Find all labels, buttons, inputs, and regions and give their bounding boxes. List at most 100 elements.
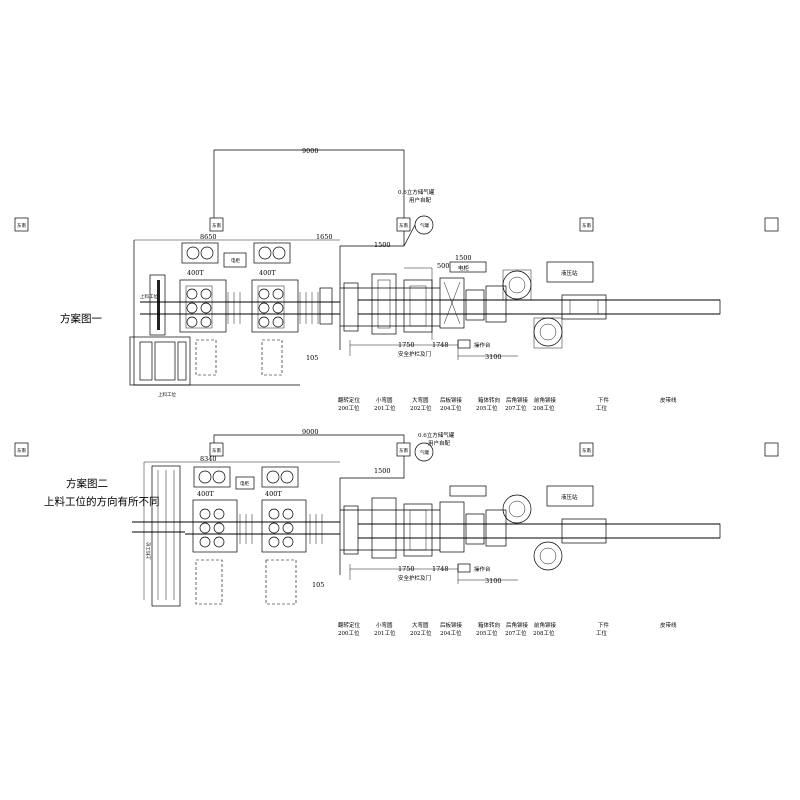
svg-text:下件: 下件 (598, 396, 610, 404)
svg-text:208工位: 208工位 (533, 629, 555, 637)
svg-text:电柜: 电柜 (240, 480, 249, 487)
hydraulic-station-1 (546, 261, 594, 283)
svg-text:小弯圆: 小弯圆 (376, 621, 393, 629)
svg-text:东南: 东南 (212, 447, 221, 454)
svg-text:小弯圆: 小弯圆 (376, 396, 393, 404)
svg-text:气罐: 气罐 (420, 449, 429, 456)
svg-text:工位: 工位 (596, 629, 608, 637)
press-400t-1a: 400T (179, 242, 227, 376)
svg-text:皮带线: 皮带线 (660, 621, 677, 629)
svg-text:3100: 3100 (485, 353, 502, 361)
press-400t-2a: 400T (192, 466, 238, 605)
air-tank-note-1b: 用户自配 (409, 196, 432, 204)
scheme-2-title: 方案图二 (66, 477, 108, 490)
dim-105-2: 105 (312, 581, 324, 589)
dim-9000-1: 9000 (302, 147, 319, 155)
svg-text:3100: 3100 (485, 577, 502, 585)
cabinet-tag-a-1: 东南 (209, 217, 224, 232)
svg-text:208工位: 208工位 (533, 404, 555, 412)
svg-text:400T: 400T (259, 269, 276, 277)
svg-text:操作台: 操作台 (474, 341, 491, 349)
safety-fence-1: 安全护栏及门 (398, 350, 431, 358)
svg-text:下件: 下件 (598, 621, 610, 629)
console-2 (457, 563, 471, 573)
svg-text:后角铆接: 后角铆接 (506, 621, 529, 629)
svg-text:电柜: 电柜 (231, 257, 240, 264)
scheme-2-subtitle: 上料工位的方向有所不同 (44, 495, 160, 508)
svg-text:上料工位: 上料工位 (145, 542, 152, 560)
press-400t-1b: 400T (251, 242, 299, 376)
svg-text:1748: 1748 (432, 565, 449, 573)
station-labels-2: 翻转定位 200工位 小弯圆 201工位 大弯圆 202工位 后板铆接 204工… (338, 621, 677, 637)
scheme-2: 东南 东南 东南 东南 9000 0.6立方储气罐 用户自配 气罐 1500 8… (14, 428, 779, 637)
svg-text:电柜: 电柜 (458, 264, 470, 272)
scheme-1: 东南 东南 东南 东南 9000 0.6立方储气罐 用户自配 气罐 1500 8… (14, 147, 779, 412)
frame-tag-left-2: 东南 (14, 442, 29, 457)
svg-text:后板铆接: 后板铆接 (440, 621, 463, 629)
dim-8340-2: 8340 (200, 455, 217, 463)
cabinet-tag-b-2: 东南 (396, 442, 411, 457)
dim-1650-1: 1650 (316, 233, 333, 241)
electric-cabinet-1 (223, 252, 247, 268)
svg-text:201工位: 201工位 (374, 629, 396, 637)
svg-text:工位: 工位 (596, 404, 608, 412)
svg-text:500: 500 (437, 262, 449, 270)
cabinet-tag-a-2: 东南 (209, 442, 224, 457)
svg-text:箱体转向: 箱体转向 (478, 621, 500, 629)
svg-text:1500: 1500 (455, 254, 472, 262)
svg-text:气罐: 气罐 (420, 222, 429, 229)
air-tank-note-2a: 0.6立方储气罐 (418, 431, 455, 439)
hydraulic-station-2 (546, 485, 594, 507)
dim-8650-1: 8650 (200, 233, 217, 241)
cabinet-tag-c-1: 东南 (579, 217, 594, 232)
svg-text:1500: 1500 (374, 241, 391, 249)
svg-text:东南: 东南 (399, 222, 408, 229)
svg-text:东南: 东南 (212, 222, 221, 229)
press-400t-2b: 400T (261, 466, 307, 605)
svg-text:液压站: 液压站 (561, 269, 578, 277)
svg-text:204工位: 204工位 (440, 629, 462, 637)
svg-text:1750: 1750 (398, 341, 415, 349)
safety-fence-2: 安全护栏及门 (398, 574, 431, 582)
dim-105-1: 105 (306, 354, 318, 362)
svg-text:1500: 1500 (374, 467, 391, 475)
dim-9000-2: 9000 (302, 428, 319, 436)
svg-text:操作台: 操作台 (474, 565, 491, 573)
frame-tag-left-1: 东南 (14, 217, 29, 232)
svg-text:201工位: 201工位 (374, 404, 396, 412)
svg-text:202工位: 202工位 (410, 404, 432, 412)
air-tank-note-1a: 0.6立方储气罐 (398, 188, 435, 196)
svg-text:400T: 400T (187, 269, 204, 277)
svg-text:1748: 1748 (432, 341, 449, 349)
svg-text:大弯圆: 大弯圆 (412, 396, 429, 404)
svg-text:东南: 东南 (17, 222, 26, 229)
svg-text:后角铆接: 后角铆接 (506, 396, 529, 404)
svg-text:205工位: 205工位 (476, 404, 498, 412)
svg-text:前角铆接: 前角铆接 (534, 621, 557, 629)
svg-text:上料工位: 上料工位 (158, 391, 176, 398)
svg-text:液压站: 液压站 (561, 493, 578, 501)
svg-text:翻转定位: 翻转定位 (338, 621, 361, 629)
svg-text:大弯圆: 大弯圆 (412, 621, 429, 629)
electric-cabinet-2 (235, 476, 255, 490)
svg-text:东南: 东南 (582, 447, 591, 454)
air-tank-note-2b: 用户自配 (428, 439, 451, 447)
svg-text:400T: 400T (265, 490, 282, 498)
svg-text:前角铆接: 前角铆接 (534, 396, 557, 404)
svg-text:207工位: 207工位 (505, 404, 527, 412)
svg-text:200工位: 200工位 (338, 629, 360, 637)
station-labels-1: 翻转定位 200工位 小弯圆 201工位 大弯圆 202工位 后板铆接 204工… (338, 396, 677, 412)
svg-text:202工位: 202工位 (410, 629, 432, 637)
scheme-1-title: 方案图一 (60, 312, 102, 325)
console-1 (457, 339, 471, 349)
cabinet-tag-b-1: 东南 (396, 217, 411, 232)
svg-text:200工位: 200工位 (338, 404, 360, 412)
svg-text:翻转定位: 翻转定位 (338, 396, 361, 404)
frame-tag-right-1 (764, 217, 779, 232)
svg-text:东南: 东南 (17, 447, 26, 454)
svg-text:1750: 1750 (398, 565, 415, 573)
cabinet-tag-c-2: 东南 (579, 442, 594, 457)
svg-text:皮带线: 皮带线 (660, 396, 677, 404)
svg-text:400T: 400T (197, 490, 214, 498)
